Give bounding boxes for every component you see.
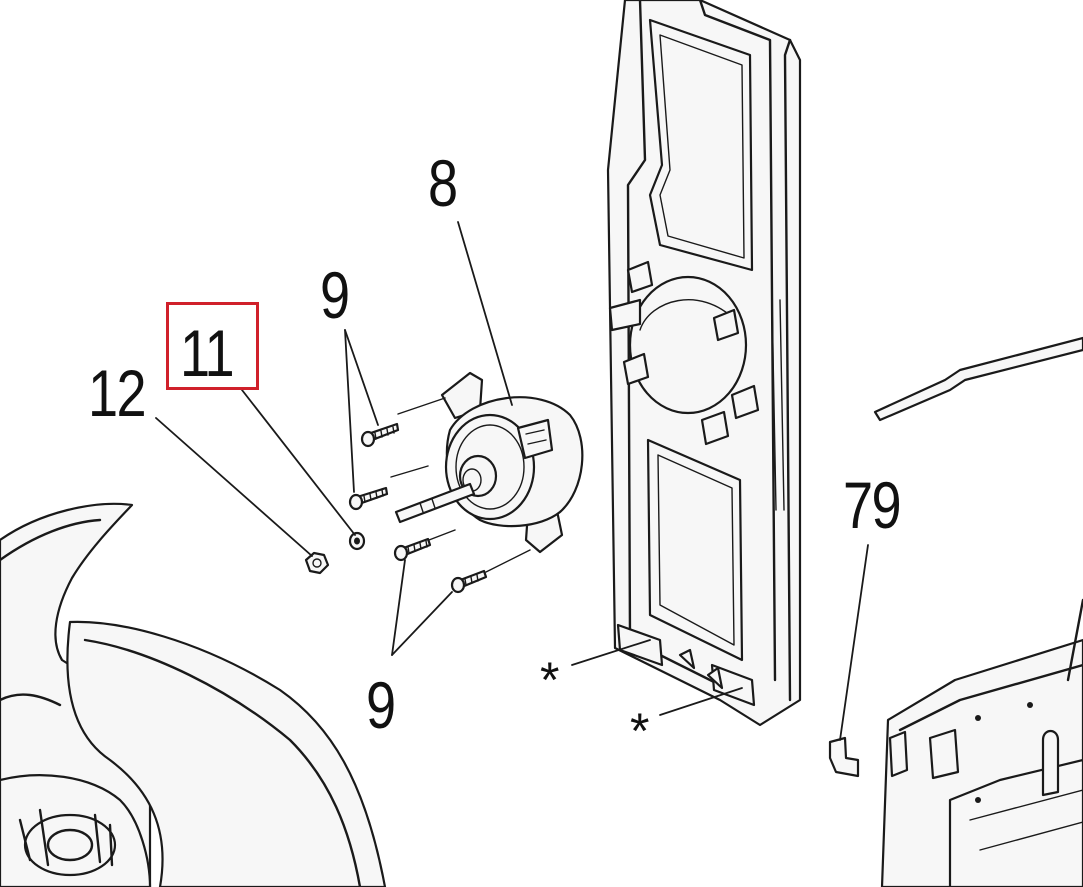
- washer-11: [348, 531, 366, 551]
- fan-blade: [0, 502, 387, 887]
- callout-79: 79: [843, 468, 902, 542]
- housing-unit: [880, 598, 1083, 887]
- callout-9-bottom: 9: [366, 668, 396, 742]
- callout-8: 8: [428, 146, 458, 220]
- callout-11: 11: [180, 316, 235, 390]
- leader-9-top-b: [344, 329, 355, 493]
- callout-9-top: 9: [320, 258, 350, 332]
- screws-9: [348, 422, 488, 594]
- callout-12: 12: [88, 356, 147, 430]
- leader-11: [241, 389, 356, 536]
- highlight-box-part-11: [166, 302, 259, 390]
- leader-lines: [155, 221, 869, 741]
- leader-asterisk-left: [571, 639, 651, 666]
- motor-bracket-frame: [606, 0, 802, 727]
- nut-12: [304, 551, 330, 575]
- leader-8: [457, 221, 513, 406]
- leader-asterisk-right: [659, 687, 743, 716]
- clip-79: [828, 736, 860, 778]
- leader-9-top-a: [344, 329, 379, 426]
- leader-12: [155, 417, 313, 557]
- leader-9-bottom-b: [391, 591, 453, 656]
- wire-cable: [873, 336, 1083, 422]
- callout-asterisk-right: *: [630, 703, 650, 759]
- leader-79: [839, 544, 869, 741]
- callout-asterisk-left: *: [540, 652, 560, 708]
- motor-8: [390, 371, 584, 573]
- leader-9-bottom-a: [391, 559, 406, 656]
